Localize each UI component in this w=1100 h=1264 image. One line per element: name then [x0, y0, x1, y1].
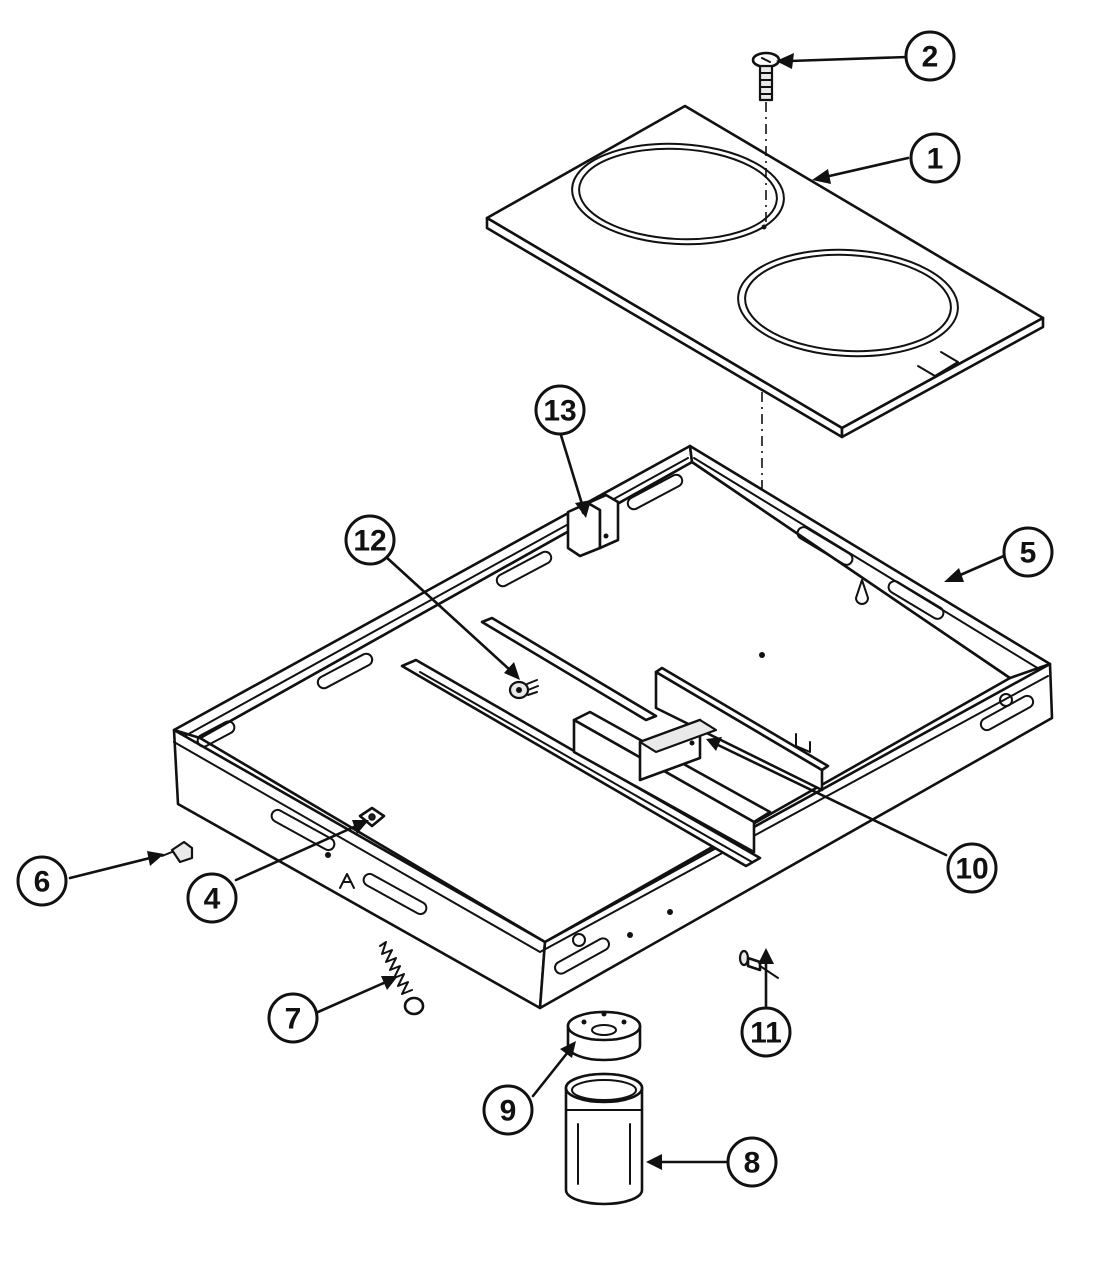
callout-2-label: 2 [922, 41, 939, 74]
callout-7-label: 7 [285, 1003, 302, 1036]
callout-4-label: 4 [204, 883, 221, 916]
slot [196, 473, 684, 748]
callout-8-label: 8 [744, 1147, 761, 1180]
callout-6-label: 6 [34, 866, 51, 899]
callout-11: 11 [740, 1006, 792, 1058]
callout-9: 9 [482, 1084, 534, 1136]
callout-8: 8 [726, 1136, 778, 1188]
bracket [566, 493, 620, 558]
cooktop-cover-plate [485, 104, 1045, 439]
callout-6: 6 [16, 855, 68, 907]
callout-10-label: 10 [955, 853, 988, 886]
callout-4: 4 [186, 872, 238, 924]
callout-12-label: 12 [353, 525, 386, 558]
grease-jar [564, 1072, 644, 1206]
callout-10: 10 [946, 842, 998, 894]
callout-5-label: 5 [1020, 537, 1037, 570]
callout-5: 5 [1002, 526, 1054, 578]
cover-screw [751, 51, 781, 102]
leader-lines [68, 53, 1008, 1170]
callout-1: 1 [909, 132, 961, 184]
clip [161, 840, 194, 864]
callout-11-label: 11 [750, 1017, 782, 1050]
callout-7: 7 [267, 992, 319, 1044]
divider-channel [400, 616, 830, 868]
slot [796, 526, 945, 620]
callout-12: 12 [344, 514, 396, 566]
speed-nut [358, 806, 386, 828]
callout-9-label: 9 [500, 1095, 517, 1128]
callout-1-label: 1 [927, 143, 944, 176]
callout-2: 2 [904, 30, 956, 82]
pin [738, 949, 779, 979]
small-screw [508, 679, 539, 700]
callout-13-label: 13 [543, 395, 576, 428]
callout-13: 13 [534, 384, 586, 436]
cooktop-box [172, 444, 1054, 1010]
leveling-bolt [379, 941, 425, 1016]
jar-lid [566, 1010, 642, 1062]
slot [270, 693, 1035, 975]
